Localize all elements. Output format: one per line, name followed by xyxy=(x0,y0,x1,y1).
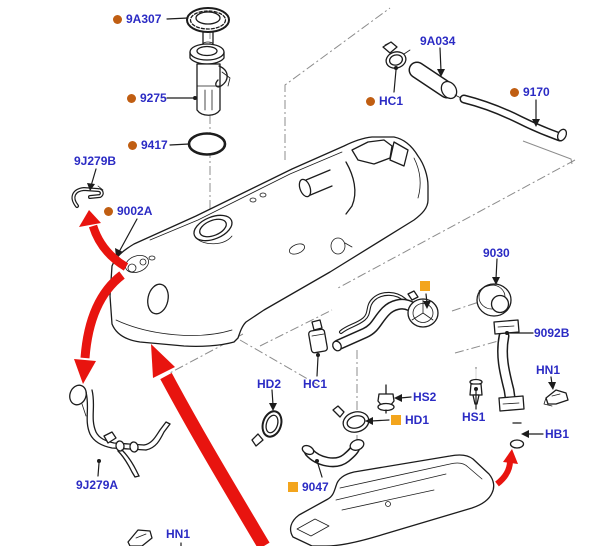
part-retainer-hook-9j279b xyxy=(71,185,104,208)
callout-label: HC1 xyxy=(303,377,328,391)
callout-label: 9275 xyxy=(140,91,167,105)
callout-9A034[interactable]: 9A034 xyxy=(420,35,455,47)
square-marker-icon xyxy=(420,281,430,291)
part-fuel-tank xyxy=(109,136,429,348)
callout-HD2[interactable]: HD2 xyxy=(257,378,281,390)
part-tank-shield xyxy=(289,454,495,546)
callout-9A307[interactable]: 9A307 xyxy=(113,13,161,25)
callout-9J279B[interactable]: 9J279B xyxy=(74,155,116,167)
callout-label: 9A034 xyxy=(420,34,456,48)
part-fuel-filler-cap xyxy=(186,7,230,47)
callout-HD1[interactable]: HD1 xyxy=(391,414,429,426)
leader-lines xyxy=(87,17,556,546)
bullet-marker-icon xyxy=(128,140,137,150)
part-clamp-hd1 xyxy=(332,405,370,433)
callout-9002A[interactable]: 9002A xyxy=(104,205,152,217)
bullet-marker-icon xyxy=(104,206,113,216)
callout-label: 9417 xyxy=(141,138,168,152)
callout-label: HN1 xyxy=(166,527,191,541)
callout-label: 9002A xyxy=(117,204,153,218)
callout-label: 9030 xyxy=(483,246,510,260)
square-marker-icon xyxy=(288,482,298,492)
part-bolt-hb1 xyxy=(509,422,525,449)
callout-label: HS1 xyxy=(462,410,486,424)
callout-filler-pipe-marker[interactable] xyxy=(420,281,430,291)
part-o-ring-seal xyxy=(187,132,227,156)
callout-9417[interactable]: 9417 xyxy=(128,139,168,151)
callout-9030[interactable]: 9030 xyxy=(483,247,510,259)
callout-9275[interactable]: 9275 xyxy=(127,92,167,104)
callout-label: HD2 xyxy=(257,377,282,391)
part-valve-hc1-mid xyxy=(308,319,328,357)
part-clamp-hd2 xyxy=(251,410,283,447)
part-clip-hn1-right xyxy=(543,389,569,407)
callout-HN1-bottom[interactable]: HN1 xyxy=(166,528,190,540)
callout-9047[interactable]: 9047 xyxy=(288,481,329,493)
callout-label: 9J279A xyxy=(76,478,119,492)
part-hose-clamp-hc1-top xyxy=(382,41,411,69)
callout-label: HB1 xyxy=(545,427,570,441)
part-vent-hose-9a034 xyxy=(408,61,464,100)
bullet-marker-icon xyxy=(510,87,519,97)
part-filler-tube-9092b xyxy=(493,319,525,412)
callout-HB1[interactable]: HB1 xyxy=(545,428,569,440)
part-fuel-filler-pipe xyxy=(332,290,439,352)
callout-label: HC1 xyxy=(379,94,404,108)
part-fuel-lines-9j279a xyxy=(69,384,171,478)
part-filler-cap-9030 xyxy=(476,283,512,317)
callout-HC1-top[interactable]: HC1 xyxy=(366,95,403,107)
bullet-marker-icon xyxy=(366,96,375,106)
part-vent-hose-9170 xyxy=(459,94,568,142)
callout-9092B[interactable]: 9092B xyxy=(534,327,569,339)
callout-label: HS2 xyxy=(413,390,437,404)
bullet-marker-icon xyxy=(113,14,122,24)
part-fuel-pump-module xyxy=(189,43,231,116)
callout-label: 9092B xyxy=(534,326,570,340)
part-clip-hn1-bottom xyxy=(127,529,153,546)
part-bolt-hs2 xyxy=(377,384,395,414)
callout-label: 9J279B xyxy=(74,154,117,168)
callout-label: 9047 xyxy=(302,480,329,494)
callout-HC1-mid[interactable]: HC1 xyxy=(303,378,327,390)
callout-9J279A[interactable]: 9J279A xyxy=(76,479,118,491)
callout-label: 9A307 xyxy=(126,12,162,26)
square-marker-icon xyxy=(391,415,401,425)
callout-label: HN1 xyxy=(536,363,561,377)
part-filler-hose-9047 xyxy=(301,439,365,468)
callout-HS2[interactable]: HS2 xyxy=(413,391,436,403)
callout-label: HD1 xyxy=(405,413,430,427)
bullet-marker-icon xyxy=(127,93,136,103)
callout-9170[interactable]: 9170 xyxy=(510,86,550,98)
callout-HN1-right[interactable]: HN1 xyxy=(536,364,560,376)
callout-label: 9170 xyxy=(523,85,550,99)
red-flow-arrows xyxy=(74,210,518,546)
part-bolt-hs1 xyxy=(469,367,483,405)
callout-HS1[interactable]: HS1 xyxy=(462,411,485,423)
